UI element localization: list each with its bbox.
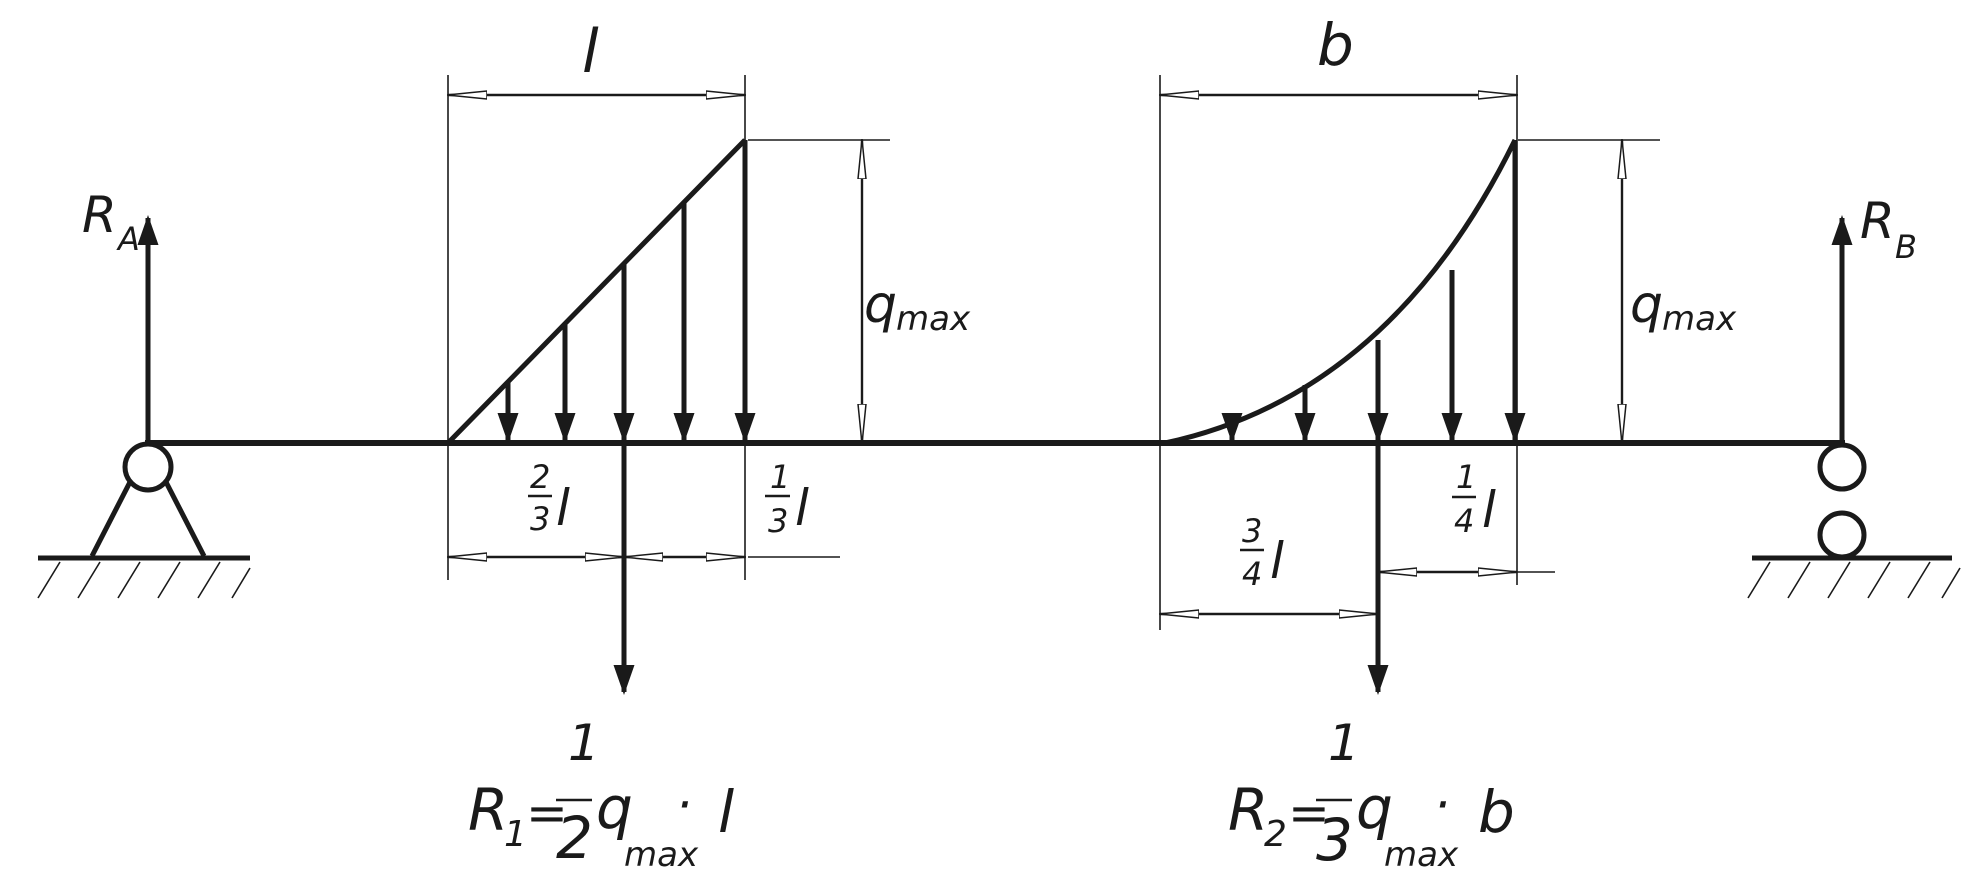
svg-text:1: 1 [504,814,527,855]
ra-label: R [82,186,117,244]
qmax-right-subscript: max [1662,299,1737,339]
reaction-ra: R A [82,186,159,443]
svg-text:q: q [596,774,633,842]
svg-text:3: 3 [1316,806,1353,874]
svg-text:4: 4 [1454,502,1474,540]
svg-text:=: = [526,784,568,842]
qmax-left-subscript: max [896,299,971,339]
svg-text:l: l [1270,532,1284,590]
svg-text:b: b [1478,778,1515,846]
extension-lines [447,75,1660,630]
parabolic-load [1164,138,1526,446]
fraction-one-quarter-l: 1 4 l [1452,458,1496,540]
svg-text:max: max [1384,835,1459,875]
svg-text:R: R [1228,776,1268,844]
qmax-left-label: q [864,275,897,335]
label-b: b [1317,11,1354,79]
svg-text:3: 3 [530,500,550,538]
svg-text:4: 4 [1242,555,1262,593]
qmax-right-label: q [1630,275,1663,335]
fraction-three-quarters-l: 3 4 l [1240,512,1284,593]
svg-text:2: 2 [1264,814,1287,855]
svg-text:2: 2 [556,804,593,872]
reaction-rb: R B [1831,192,1917,443]
svg-text:l: l [1482,481,1496,539]
svg-text:q: q [1356,774,1393,842]
svg-text:2: 2 [530,458,550,496]
svg-text:1: 1 [1456,458,1476,496]
label-l: l [582,17,599,87]
fraction-one-third-l: 1 3 l [765,458,809,540]
triangular-load [446,138,756,445]
svg-text:R: R [468,776,508,844]
dimension-lines [448,95,1622,614]
rb-subscript: B [1895,228,1917,266]
svg-text:l: l [795,479,809,537]
svg-text:l: l [556,479,570,537]
svg-text:l: l [718,778,734,846]
left-pin-support [37,441,251,599]
fraction-two-thirds-l: 2 3 l [528,458,570,538]
svg-text:3: 3 [1242,512,1262,550]
svg-text:1: 1 [770,458,790,496]
svg-text:3: 3 [768,502,788,540]
svg-text:1: 1 [1328,714,1360,772]
svg-text:·: · [1434,776,1450,834]
svg-text:max: max [624,835,699,875]
ra-subscript: A [116,220,140,258]
rb-label: R [1860,192,1895,250]
formula-r2: R 2 = 1 3 q max · b [1228,714,1515,875]
formula-r1: R 1 = 1 2 q max · l [468,714,734,875]
svg-text:1: 1 [568,714,600,772]
svg-text:·: · [676,776,692,834]
svg-text:=: = [1288,784,1330,842]
right-roller-support [1747,442,1961,599]
